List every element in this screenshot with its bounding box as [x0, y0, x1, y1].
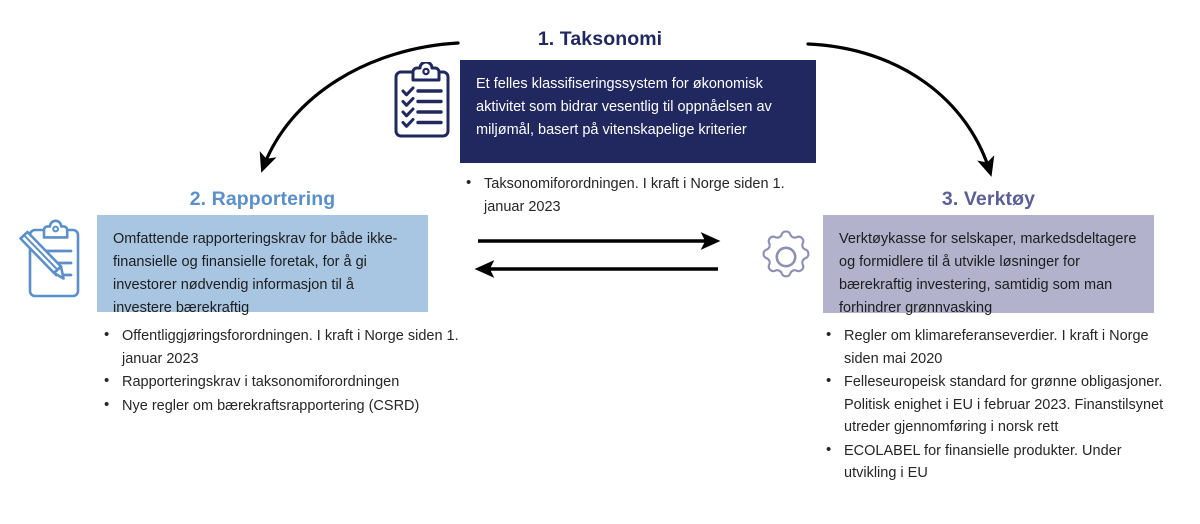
list-item: Nye regler om bærekraftsrapportering (CS…: [100, 394, 460, 418]
list-item: Regler om klimareferanseverdier. I kraft…: [822, 324, 1172, 370]
curve-taksonomi-to-verktoy: [806, 42, 995, 177]
node-title-rapportering: 2. Rapportering: [189, 188, 336, 210]
gear-icon: [757, 222, 815, 292]
clipboard-check-icon: [392, 60, 452, 140]
node-bullets-verktoy: Regler om klimareferanseverdier. I kraft…: [822, 324, 1172, 486]
node-description-verktoy: Verktøykasse for selskaper, markedsdelta…: [823, 215, 1154, 316]
list-item: ECOLABEL for finansielle produkter. Unde…: [822, 439, 1172, 485]
node-description-rapportering: Omfattende rapporteringskrav for både ik…: [97, 215, 428, 316]
node-title-taksonomi: 1. Taksonomi: [537, 28, 663, 50]
list-item: Felleseuropeisk standard for grønne obli…: [822, 370, 1172, 439]
list-item: Rapporteringskrav i taksonomiforordninge…: [100, 370, 460, 394]
clipboard-pencil-icon: [14, 218, 86, 306]
node-bullets-taksonomi: Taksonomiforordningen. I kraft i Norge s…: [462, 172, 802, 219]
list-item: Offentliggjøringsforordningen. I kraft i…: [100, 324, 460, 370]
list-item: Taksonomiforordningen. I kraft i Norge s…: [462, 172, 802, 218]
node-bullets-rapportering: Offentliggjøringsforordningen. I kraft i…: [100, 324, 460, 418]
node-title-verktoy: 3. Verktøy: [941, 188, 1036, 210]
node-description-taksonomi: Et felles klassifiseringssystem for økon…: [460, 60, 816, 163]
